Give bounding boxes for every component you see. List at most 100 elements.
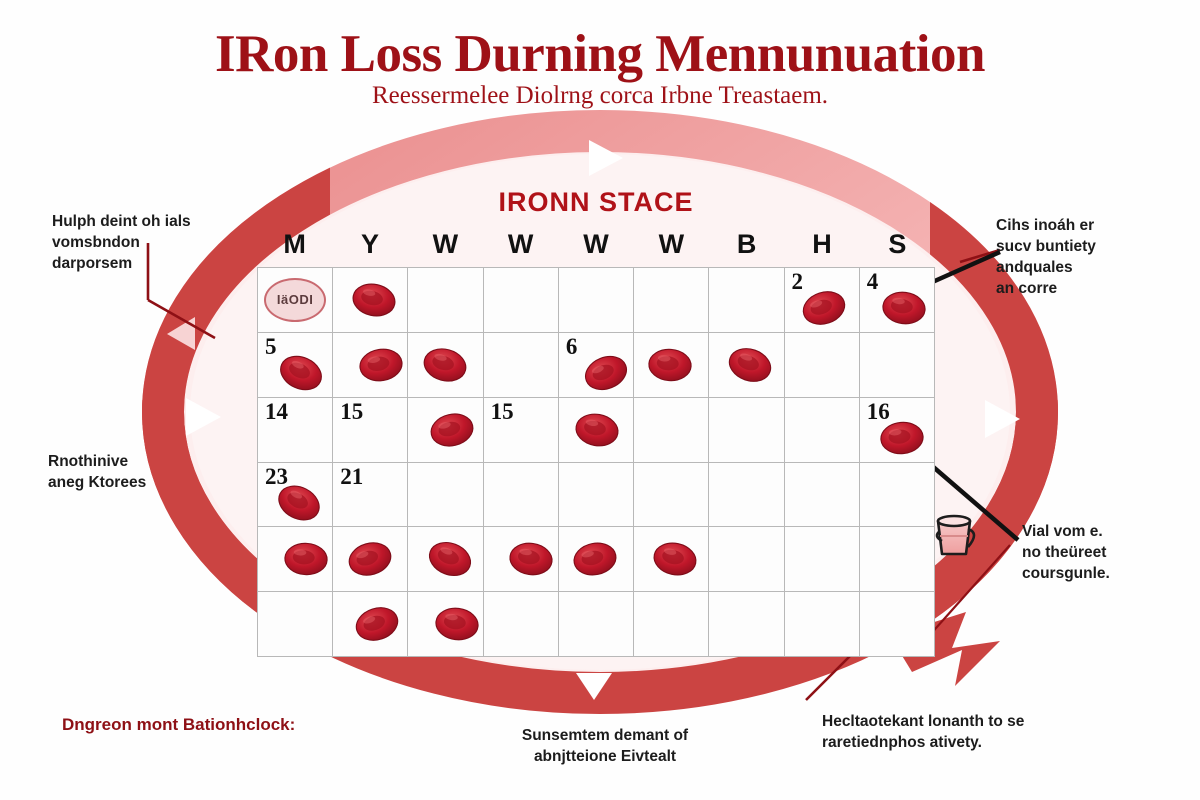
calendar-cell-r2-c8[interactable]: 16: [859, 397, 935, 463]
red-blood-cell-icon: [646, 347, 694, 383]
calendar-cell-r5-c1[interactable]: [333, 592, 409, 657]
annotation-bottom-center: Sunsemtem demant of abnjtteione Eivtealt: [470, 726, 740, 768]
annotation-bottom-right: Hecltaotekant lonanth to se raretiednphos…: [822, 712, 1122, 754]
calendar-cell-r3-c4[interactable]: [558, 462, 635, 528]
calendar-cell-r4-c3[interactable]: [483, 527, 559, 593]
calendar-cell-r4-c2[interactable]: [408, 527, 484, 593]
calendar-cell-r3-c7[interactable]: [784, 462, 860, 528]
calendar-cell-r3-c3[interactable]: [483, 462, 559, 528]
calendar-cell-r0-c2[interactable]: [408, 268, 484, 333]
cell-day-number: 4: [866, 269, 879, 294]
calendar-cell-r5-c3[interactable]: [483, 592, 559, 657]
calendar-cell-r5-c4[interactable]: [558, 592, 635, 657]
cell-day-number: 6: [565, 333, 578, 359]
calendar-cell-r0-c3[interactable]: [483, 268, 559, 333]
calendar-cell-r0-c1[interactable]: [333, 268, 409, 333]
calendar-cell-r1-c7[interactable]: [784, 332, 860, 398]
calendar-cell-r3-c8[interactable]: [859, 462, 935, 528]
annotation-left-mid-line-0: Rnothinive: [48, 453, 129, 470]
calendar-cell-r2-c4[interactable]: [558, 397, 635, 463]
cell-day-number: 15: [340, 398, 364, 424]
calendar-cell-r3-c6[interactable]: [709, 462, 785, 528]
calendar-cell-r4-c6[interactable]: [709, 527, 785, 593]
calendar-cell-r4-c5[interactable]: [634, 527, 710, 593]
red-blood-cell-icon: [426, 541, 474, 577]
annotation-left-top-line-0: Hulph deint oh ials: [52, 213, 191, 230]
annotation-right-mid-line-1: no theüreet: [1022, 543, 1107, 561]
calendar-cell-r1-c2[interactable]: [408, 332, 484, 398]
calendar-cell-r0-c4[interactable]: [558, 268, 635, 333]
day-letter-6: B: [736, 228, 757, 259]
leader-line-right-top: [959, 248, 1001, 264]
calendar-cell-r0-c6[interactable]: [709, 268, 785, 333]
calendar-cell-r0-c7[interactable]: 2: [784, 268, 860, 333]
calendar-grid: IäODI 2 4: [257, 267, 935, 657]
red-blood-cell-icon: [275, 485, 323, 521]
red-blood-cell-icon: [357, 347, 405, 383]
calendar-cell-r1-c8[interactable]: [859, 332, 935, 398]
red-blood-cell-icon: [878, 420, 926, 456]
annotation-left-top-line-2: darporsem: [52, 254, 133, 272]
calendar-cell-r2-c7[interactable]: [784, 397, 860, 463]
calendar-cell-r2-c0[interactable]: 14: [258, 397, 334, 463]
calendar-cell-r4-c7[interactable]: [784, 527, 860, 593]
calendar-cell-r5-c6[interactable]: [709, 592, 785, 657]
red-blood-cell-icon: [880, 290, 928, 326]
calendar-cell-r1-c4[interactable]: 6: [558, 332, 635, 398]
calendar-cell-r1-c5[interactable]: [634, 332, 710, 398]
day-letter-5: W: [658, 228, 685, 259]
calendar-cell-r2-c3[interactable]: 15: [483, 397, 559, 463]
annotation-right-mid-line-2: coursgunle.: [1022, 564, 1110, 582]
red-blood-cell-icon: [571, 541, 619, 577]
red-blood-cell-icon: [573, 412, 621, 448]
red-blood-cell-icon: [282, 541, 330, 577]
calendar-cell-r0-c8[interactable]: 4: [859, 268, 935, 333]
annotation-bottom-left: Dngreon mont Bationhclock:: [62, 714, 422, 737]
page-title: IRon Loss Durning Mennunuation: [215, 25, 985, 83]
calendar-cell-r3-c2[interactable]: [408, 462, 484, 528]
annotation-right-top-line-1: sucv buntiety: [996, 237, 1096, 255]
calendar-cell-r4-c8[interactable]: [859, 527, 935, 593]
day-letter-1: Y: [360, 228, 379, 259]
calendar-cell-r2-c1[interactable]: 15: [333, 397, 409, 463]
calendar-cell-r3-c1[interactable]: 21: [333, 462, 409, 528]
calendar-cell-r0-c5[interactable]: [634, 268, 710, 333]
annotation-bottom-right-line-1: raretiednphos ativety.: [822, 733, 982, 751]
calendar-cell-r5-c0[interactable]: [258, 592, 334, 657]
annotation-right-top-line-2: andquales: [996, 258, 1073, 276]
cell-day-number: 2: [791, 269, 804, 294]
calendar-cell-r1-c0[interactable]: 5: [258, 332, 334, 398]
calendar-cell-r1-c6[interactable]: [709, 332, 785, 398]
cell-day-number: 15: [490, 398, 514, 424]
calendar-cell-r5-c2[interactable]: [408, 592, 484, 657]
cell-day-number: 23: [265, 463, 288, 489]
annotation-right-mid: Vial vom e. no theüreet coursgunle.: [1022, 522, 1192, 585]
calendar-cell-r5-c7[interactable]: [784, 592, 860, 657]
calendar-cell-r2-c2[interactable]: [408, 397, 484, 463]
calendar-cell-r4-c4[interactable]: [558, 527, 635, 593]
calendar-cell-r0-c0[interactable]: IäODI: [258, 268, 334, 333]
calendar-cell-r2-c5[interactable]: [634, 397, 710, 463]
ring-band-right: [930, 202, 1058, 622]
cell-day-number: 14: [265, 398, 288, 424]
annotation-left-mid-line-1: aneg Ktorees: [48, 473, 147, 491]
ring-band-left: [142, 167, 330, 657]
calendar-cell-r5-c5[interactable]: [634, 592, 710, 657]
calendar-cell-r5-c8[interactable]: [859, 592, 935, 657]
annotation-right-mid-line-0: Vial vom e.: [1022, 523, 1103, 540]
annotation-bottom-center-line-0: Sunsemtem demant of: [521, 727, 689, 744]
calendar-cell-r2-c6[interactable]: [709, 397, 785, 463]
calendar-cell-r4-c1[interactable]: [333, 527, 409, 593]
calendar-cell-r1-c1[interactable]: [333, 332, 409, 398]
red-blood-cell-icon: [350, 282, 398, 318]
annotation-bottom-center-line-1: abnjtteione Eivtealt: [533, 747, 677, 765]
calendar-cell-r4-c0[interactable]: [258, 527, 334, 593]
calendar-cell-r3-c5[interactable]: [634, 462, 710, 528]
calendar-cell-r1-c3[interactable]: [483, 332, 559, 398]
annotation-bottom-right-line-0: Hecltaotekant lonanth to se: [822, 713, 1025, 730]
leader-line-left-top: [147, 298, 216, 340]
calendar-cell-r3-c0[interactable]: 23: [258, 462, 334, 528]
red-blood-cell-icon: [428, 412, 476, 448]
red-blood-cell-icon: [800, 290, 848, 326]
